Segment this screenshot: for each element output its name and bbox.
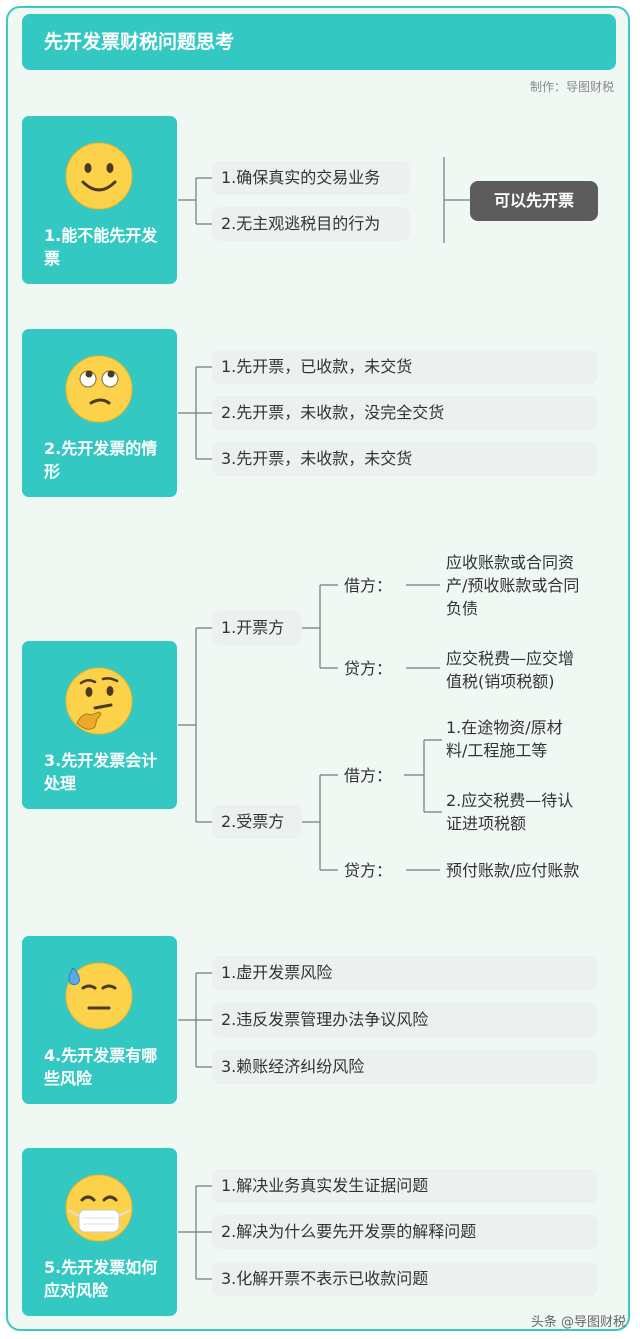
section-card-3: 3.先开发票会计处理 (22, 641, 177, 809)
list-item: 1.解决业务真实发生证据问题 (212, 1169, 598, 1203)
section-label: 4.先开发票有哪些风险 (44, 1046, 158, 1088)
watermark-text: 头条 @导图财税 (530, 1315, 626, 1330)
entry-text-line: 产/预收账款或合同 (446, 576, 580, 595)
credit-label: 贷方： (344, 659, 393, 678)
entry-text-line: 2.应交税费—待认 (446, 791, 574, 810)
list-item: 1.确保真实的交易业务 (212, 161, 410, 195)
list-item: 3.化解开票不表示已收款问题 (212, 1262, 598, 1296)
branch-issuer: 1.开票方 (212, 611, 302, 645)
list-item: 1.先开票，已收款，未交货 (212, 350, 598, 384)
list-item: 3.赖账经济纠纷风险 (212, 1050, 598, 1084)
entry-text-line: 预付账款/应付账款 (446, 861, 580, 880)
section-label: 3.先开发票会计处理 (44, 751, 158, 793)
eyes-up-worried-face-icon (65, 355, 133, 423)
entry-text-line: 1.在途物资/原材 (446, 718, 563, 737)
branch-receiver: 2.受票方 (212, 805, 302, 839)
entry-text-line: 料/工程施工等 (446, 741, 548, 760)
page-title: 先开发票财税问题思考 (22, 14, 616, 70)
section-label: 1.能不能先开发票 (44, 226, 158, 268)
entry-text-line: 负债 (446, 599, 479, 618)
section-label: 2.先开发票的情形 (44, 439, 158, 481)
section-card-4: 4.先开发票有哪些风险 (22, 936, 177, 1104)
credit-text: 制作：导图财税 (529, 80, 614, 94)
section-card-2: 2.先开发票的情形 (22, 329, 177, 497)
smiling-face-icon (65, 142, 133, 210)
entry-text-line: 应收账款或合同资 (446, 553, 575, 572)
entry-text-line: 应交税费—应交增 (446, 649, 575, 668)
list-item: 3.先开票，未收款，未交货 (212, 442, 598, 476)
list-item: 2.解决为什么要先开发票的解释问题 (212, 1215, 598, 1249)
list-item: 2.违反发票管理办法争议风险 (212, 1003, 598, 1037)
debit-label: 借方： (344, 766, 393, 785)
thinking-face-icon (65, 667, 133, 735)
list-item: 1.虚开发票风险 (212, 956, 598, 990)
section-label: 5.先开发票如何应对风险 (44, 1258, 158, 1300)
credit-label: 贷方： (344, 861, 393, 880)
list-item: 2.先开票，未收款，没完全交货 (212, 396, 598, 430)
debit-label: 借方： (344, 576, 393, 595)
mask-face-icon (65, 1174, 133, 1242)
conclusion-badge: 可以先开票 (470, 181, 598, 221)
sweating-face-icon (65, 962, 133, 1030)
list-item: 2.无主观逃税目的行为 (212, 207, 410, 241)
section-card-5: 5.先开发票如何应对风险 (22, 1148, 177, 1316)
entry-text-line: 值税(销项税额) (446, 672, 555, 691)
entry-text-line: 证进项税额 (446, 814, 527, 833)
section-card-1: 1.能不能先开发票 (22, 116, 177, 284)
